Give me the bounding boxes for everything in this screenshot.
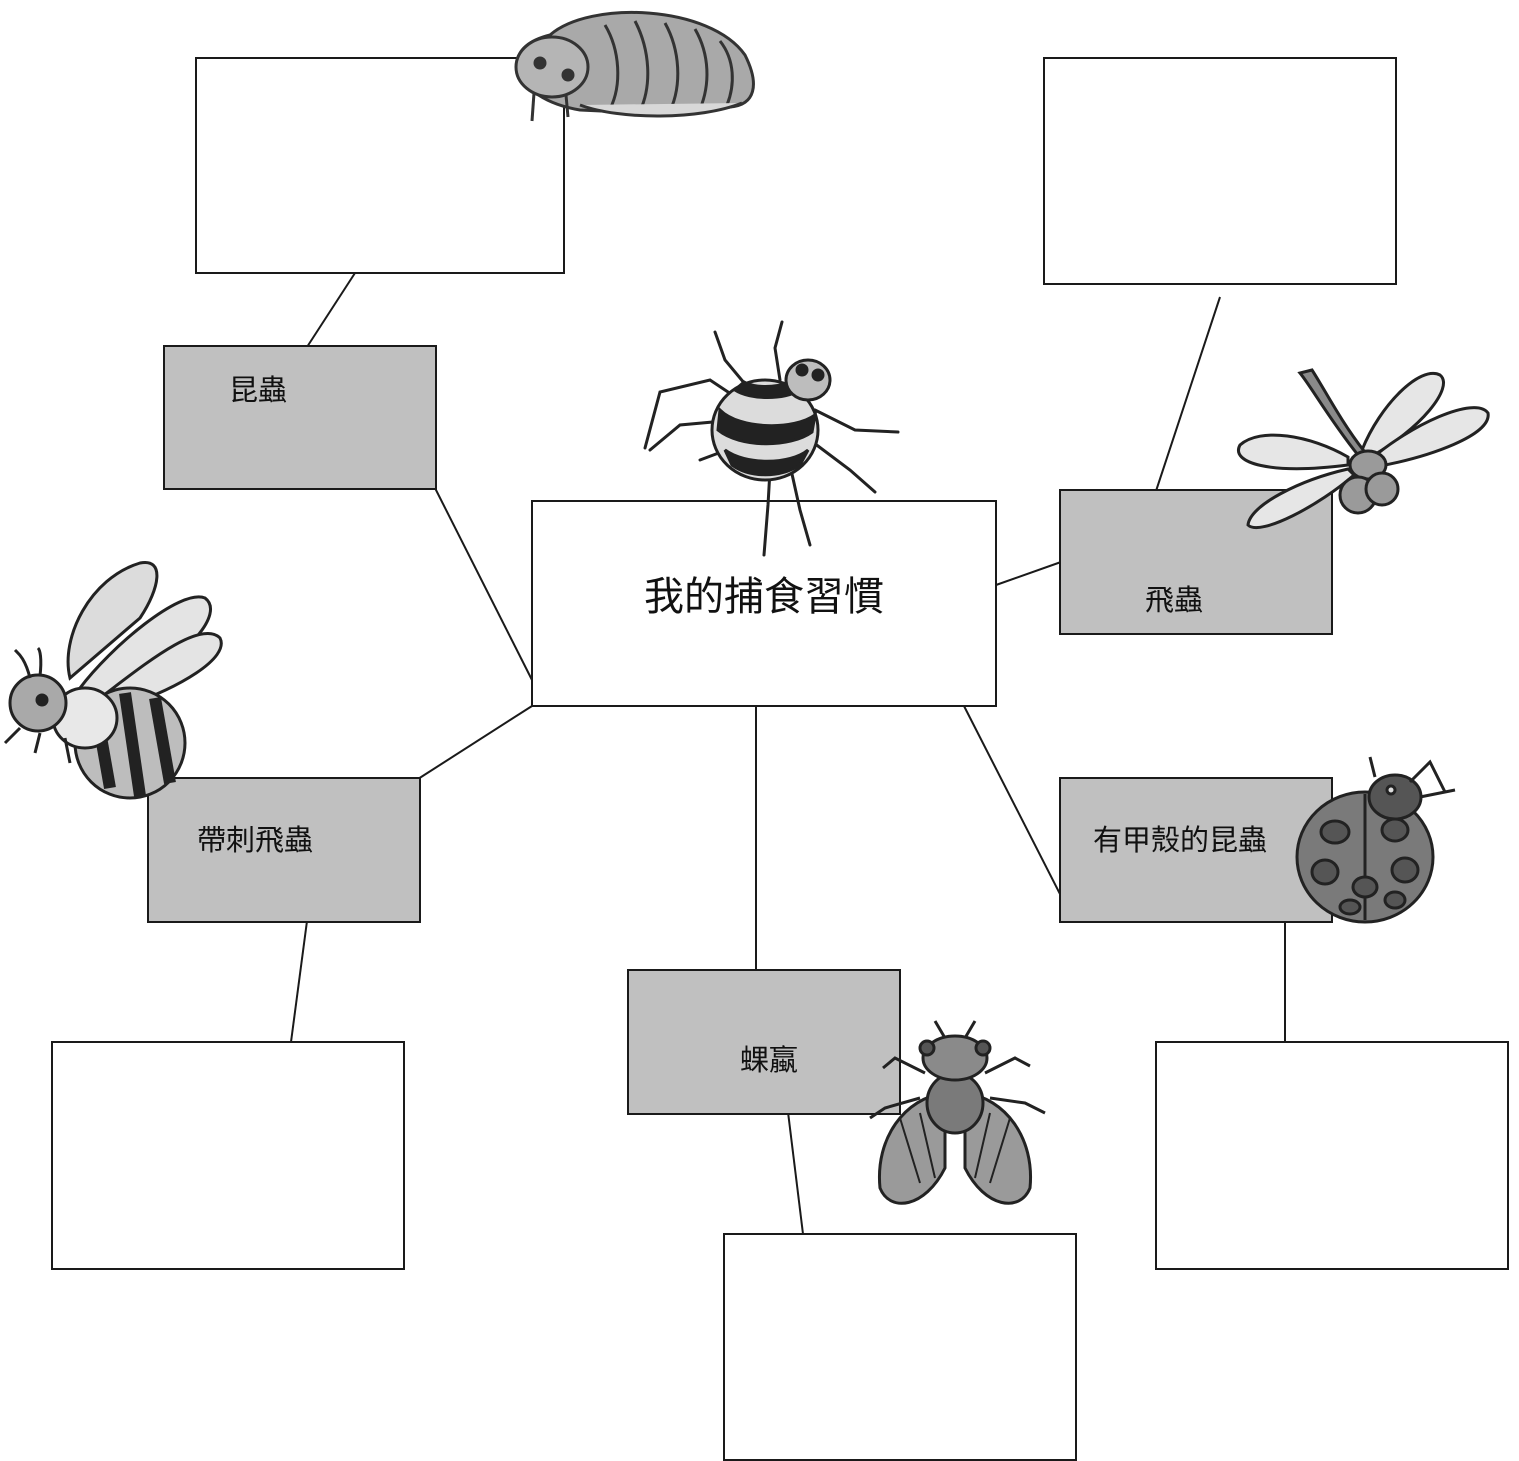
category-box-stinging-flyer: 帶刺飛蟲 [147,777,421,923]
dragonfly-icon [1237,368,1490,530]
connector-shelled-center [963,705,1062,897]
answer-box-insect[interactable] [195,57,565,274]
connector-flying-top [1155,296,1221,492]
connector-stinging-center [417,705,533,780]
answer-box-cicada[interactable] [723,1233,1077,1461]
category-label-flying-insect: 飛蟲 [1145,583,1204,617]
category-box-shelled-insect: 有甲殼的昆蟲 [1059,777,1333,923]
category-label-insect: 昆蟲 [229,373,288,407]
answer-box-stinging-flyer[interactable] [51,1041,405,1270]
answer-box-shelled-insect[interactable] [1155,1041,1509,1270]
grub-icon [514,10,755,122]
connector-cicada-bottom [787,1111,804,1235]
category-label-cicada: 蜾蠃 [740,1043,799,1077]
category-box-insect: 昆蟲 [163,345,437,490]
ladybug-icon [1295,756,1456,924]
connector-flying-center [995,561,1062,586]
category-label-shelled-insect: 有甲殼的昆蟲 [1093,823,1268,857]
cicada-icon [869,1020,1046,1205]
connector-insect-center [434,487,533,681]
category-box-cicada: 蜾蠃 [627,969,901,1115]
center-box: 我的捕食習慣 [531,500,997,707]
center-title: 我的捕食習慣 [644,574,884,620]
spider-icon [643,320,900,557]
connector-stinging-bottom [290,920,308,1043]
category-label-stinging-flyer: 帶刺飛蟲 [197,823,314,857]
connector-insect-top [306,272,356,348]
bee-icon [3,561,223,800]
answer-box-flying-insect[interactable] [1043,57,1397,285]
